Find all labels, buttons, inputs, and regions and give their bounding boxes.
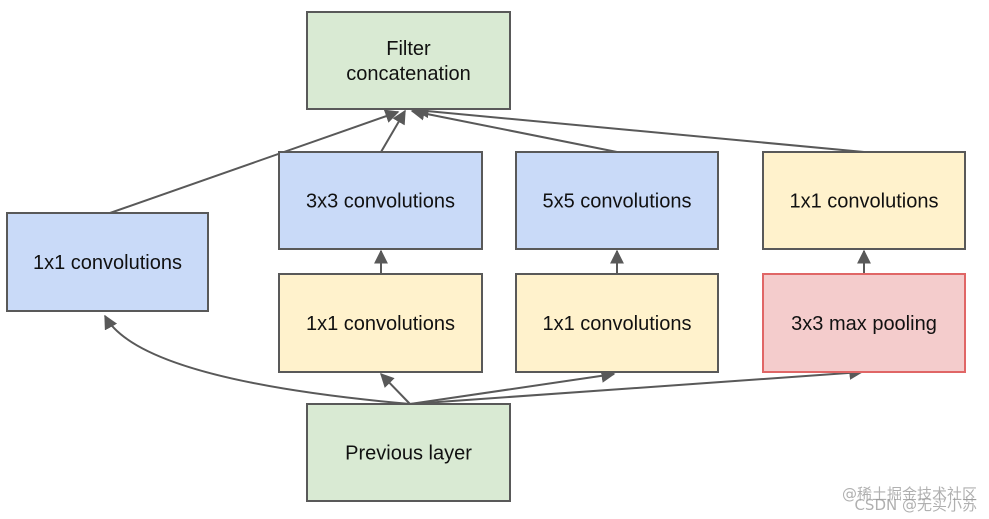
node-reduce5x5: 1x1 convolutions [515,273,719,373]
node-previous-layer: Previous layer [306,403,511,502]
node-label: 3x3 convolutions [306,191,455,213]
node-conv5x5: 5x5 convolutions [515,151,719,250]
node-box [515,273,719,373]
node-box [762,273,966,373]
arrow-previous-layer-to-reduce3x3 [380,372,411,405]
node-box [6,212,209,312]
node-reduce3x3: 1x1 convolutions [278,273,483,373]
node-filter-concat: Filter concatenation [306,11,511,110]
node-box [762,151,966,250]
node-box [515,151,719,250]
node-label: concatenation [346,63,471,85]
arrow-previous-layer-to-conv1x1-left [104,314,411,405]
node-box [278,151,483,250]
nodes-layer: Filter concatenation 1x1 convolutions 3x3 c… [6,11,966,502]
node-box [306,403,511,502]
node-box [278,273,483,373]
node-label: 1x1 convolutions [543,313,692,335]
node-conv3x3: 3x3 convolutions [278,151,483,250]
node-conv1x1-left: 1x1 convolutions [6,212,209,312]
node-label: Previous layer [345,443,472,465]
node-label: 1x1 convolutions [306,313,455,335]
node-label: 5x5 convolutions [543,191,692,213]
watermark-csdn: CSDN @无买小苏 [854,496,977,514]
arrow-conv1x1-left-to-filter-concat [109,109,400,214]
arrow-conv5x5-to-filter-concat [410,106,618,153]
node-box [306,11,511,110]
node-label: 3x3 max pooling [791,313,937,335]
arrow-conv1x1-pool-to-filter-concat [414,104,865,153]
arrow-conv3x3-to-filter-concat [380,109,406,153]
node-label: Filter [386,38,431,60]
arrow-previous-layer-to-reduce5x5 [409,368,616,405]
node-label: 1x1 convolutions [790,191,939,213]
arrow-previous-layer-to-maxpool [409,365,864,405]
node-maxpool: 3x3 max pooling [762,273,966,373]
watermark-juejin: @稀土掘金技术社区 [841,485,977,503]
node-label: 1x1 convolutions [33,252,182,274]
node-conv1x1-pool: 1x1 convolutions [762,151,966,250]
edges-layer [104,104,871,405]
